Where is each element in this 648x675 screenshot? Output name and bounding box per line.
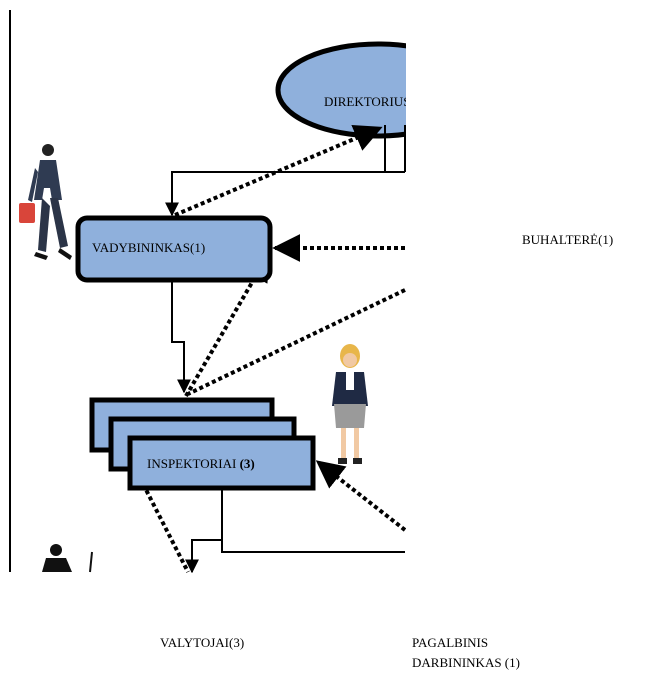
worker-to-inspectors-dotted — [315, 460, 407, 532]
helper-worker-label: PAGALBINIS DARBININKAS (1) — [412, 633, 520, 673]
accountant-label: BUHALTERĖ(1) — [522, 232, 614, 247]
dotted-connectors — [138, 124, 407, 573]
helper-worker-line2: DARBININKAS (1) — [412, 655, 520, 670]
inspectors-to-cleaners-dotted — [138, 477, 190, 573]
clip-mask — [406, 0, 648, 572]
helper-worker-line1: PAGALBINIS — [412, 635, 489, 650]
manager-node: VADYBININKAS(1) — [75, 215, 273, 283]
manager-to-inspectors-line — [171, 282, 191, 394]
director-label: DIREKTORIUS — [324, 94, 410, 109]
inspectors-label: INSPEKTORIAI (3) — [147, 456, 255, 471]
businessman-walking-icon — [19, 144, 72, 260]
inspectors-label-count: (3) — [240, 456, 255, 471]
inspectors-label-main: INSPEKTORIAI — [147, 456, 240, 471]
cleaners-label: VALYTOJAI(3) — [160, 635, 245, 650]
accountant-to-inspectors-dotted — [187, 288, 406, 396]
manager-to-director-dotted — [174, 124, 383, 217]
inspectors-node: INSPEKTORIAI (3) — [89, 397, 316, 491]
inspectors-to-worker-line — [221, 540, 405, 553]
inspectors-stack-front — [127, 435, 316, 491]
inspectors-to-cleaners-line — [185, 490, 223, 574]
businesswoman-icon — [332, 344, 368, 464]
worker-icon — [42, 544, 93, 573]
bottom-mask — [0, 573, 648, 675]
manager-label: VADYBININKAS(1) — [92, 240, 205, 255]
